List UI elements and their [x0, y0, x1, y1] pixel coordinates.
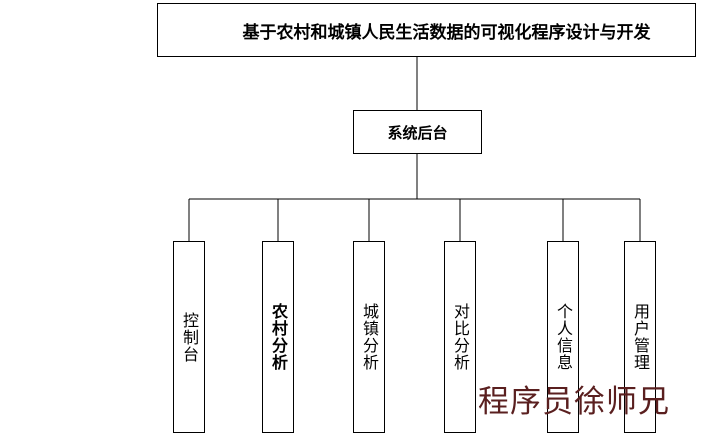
watermark-text: 程序员徐师兄	[478, 384, 670, 420]
module-label: 农村分析	[269, 303, 288, 371]
module-label: 城镇分析	[360, 303, 379, 371]
module-rural-analysis: 农村分析	[262, 241, 294, 433]
module-label: 用户管理	[631, 303, 650, 371]
module-personal-info: 个人信息	[547, 241, 579, 433]
module-urban-analysis: 城镇分析	[353, 241, 385, 433]
module-user-management: 用户管理	[624, 241, 656, 433]
module-label: 控制台	[180, 311, 199, 363]
title-box: 基于农村和城镇人民生活数据的可视化程序设计与开发	[157, 3, 696, 57]
backend-text: 系统后台	[387, 123, 448, 142]
module-label: 对比分析	[451, 303, 470, 371]
backend-box: 系统后台	[353, 110, 482, 154]
module-console: 控制台	[173, 241, 205, 433]
title-text: 基于农村和城镇人民生活数据的可视化程序设计与开发	[242, 22, 651, 43]
module-label: 个人信息	[554, 303, 573, 371]
module-comparison-analysis: 对比分析	[444, 241, 476, 433]
